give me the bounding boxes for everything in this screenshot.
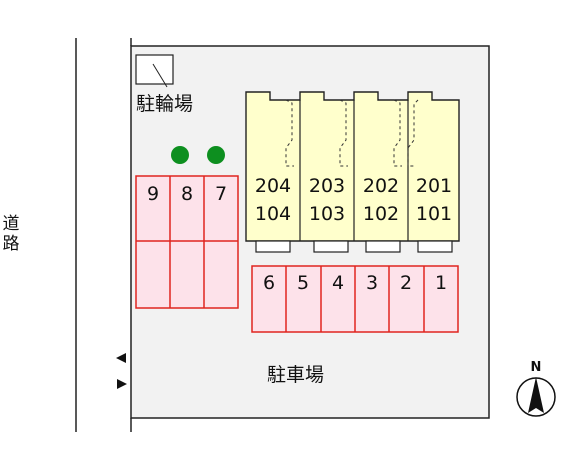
road-label-char-2: 路	[2, 234, 20, 254]
parking-space-9: 9	[147, 183, 159, 205]
car-parking-label: 駐車場	[267, 364, 324, 386]
arrow-left-icon	[116, 353, 126, 363]
unit-201: 201	[416, 175, 452, 197]
unit-202: 202	[363, 175, 399, 197]
balcony	[365, 240, 401, 253]
apartment-building: 204 203 202 201 104 103 102 101	[245, 91, 460, 253]
parking-space-3: 3	[366, 272, 378, 294]
road-label: 道 路	[0, 214, 22, 254]
parking-left-area	[135, 175, 239, 309]
parking-space-5: 5	[297, 272, 309, 294]
north-label: N	[531, 360, 542, 375]
parking-left: 9 8 7	[135, 175, 239, 309]
balcony	[255, 240, 291, 253]
road-label-char-1: 道	[2, 214, 20, 234]
parking-space-7: 7	[215, 183, 227, 205]
bike-parking-leader	[152, 63, 168, 88]
interior-stairs	[285, 99, 419, 167]
parking-right: 6 5 4 3 2 1	[251, 265, 459, 333]
arrow-right-icon	[117, 379, 127, 389]
tree-icon	[171, 146, 189, 164]
unit-203: 203	[309, 175, 345, 197]
unit-103: 103	[309, 203, 345, 225]
parking-space-8: 8	[181, 183, 193, 205]
balcony	[417, 240, 453, 253]
tree-icon	[207, 146, 225, 164]
unit-101: 101	[416, 203, 452, 225]
parking-space-4: 4	[332, 272, 344, 294]
parking-space-1: 1	[435, 272, 447, 294]
north-compass-icon: N	[516, 360, 556, 417]
unit-104: 104	[255, 203, 291, 225]
unit-204: 204	[255, 175, 291, 197]
parking-space-6: 6	[263, 272, 275, 294]
bike-parking-box	[135, 54, 174, 85]
balcony	[313, 240, 349, 253]
parking-space-2: 2	[400, 272, 412, 294]
bike-parking-label: 駐輪場	[136, 93, 193, 115]
unit-102: 102	[363, 203, 399, 225]
